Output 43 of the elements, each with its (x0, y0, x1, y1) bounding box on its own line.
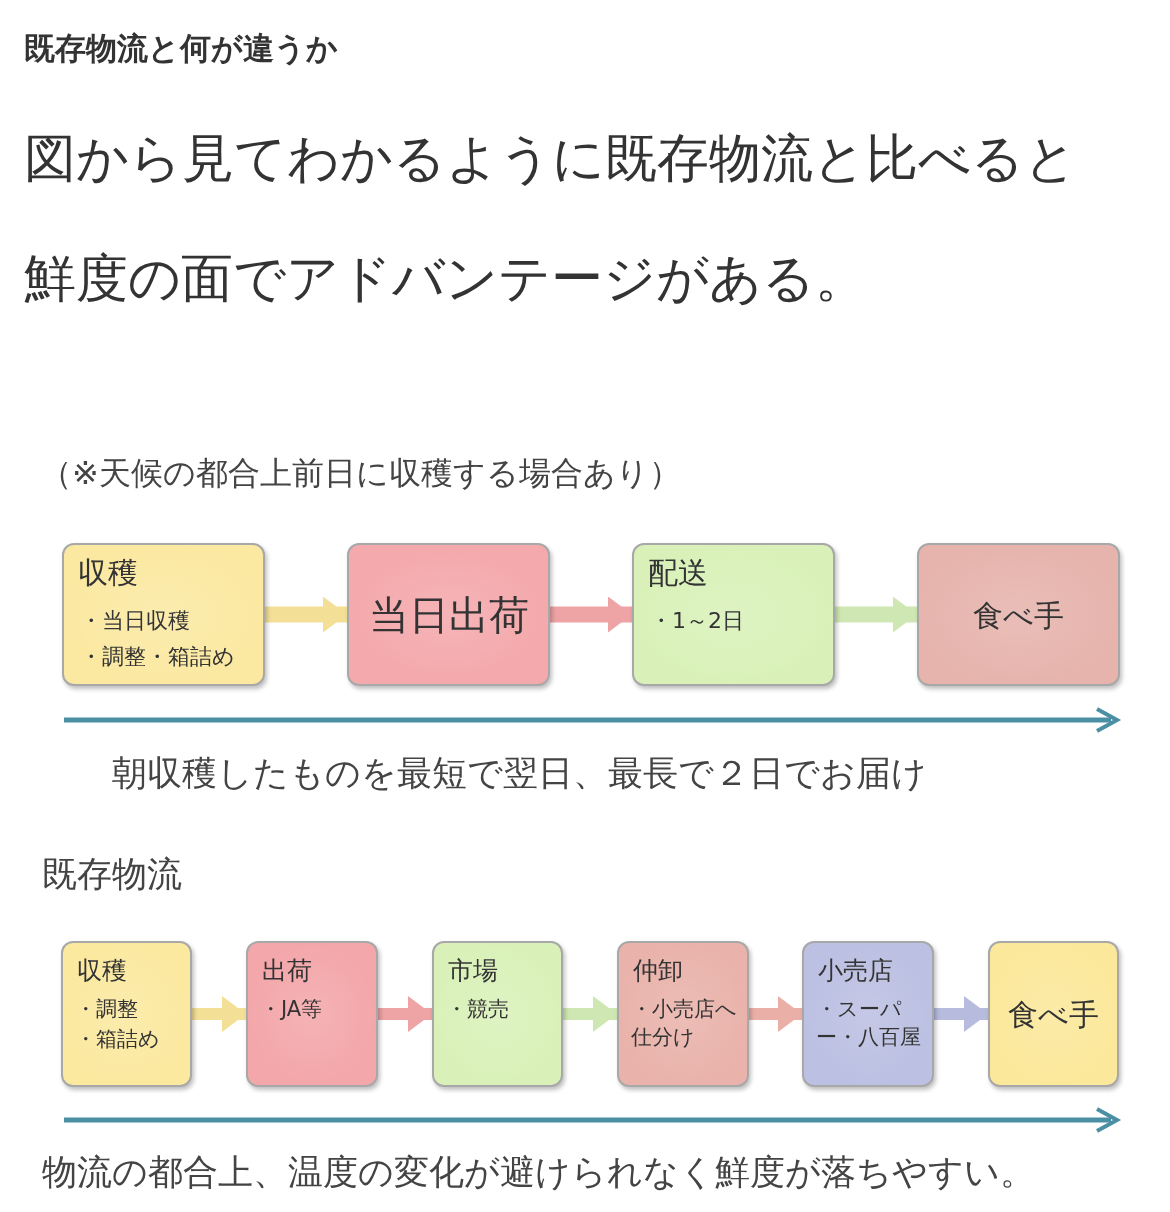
process-box (432, 941, 563, 1087)
arrow (934, 996, 988, 1032)
box-label: 食べ手 (1007, 996, 1100, 1034)
bullet-text: ・調整・箱詰め (80, 643, 235, 671)
bullet-text: ・調整 (75, 996, 139, 1023)
process-box (246, 941, 378, 1087)
arrow (265, 596, 347, 633)
box-heading: 仲卸 (633, 955, 683, 987)
process-box (62, 543, 265, 686)
arrow (378, 996, 432, 1032)
box-heading: 出荷 (262, 955, 312, 987)
box-label: 食べ手 (972, 596, 1065, 635)
box-label: 当日出荷 (367, 590, 530, 640)
box-heading: 収穫 (77, 955, 127, 987)
title: 既存物流と何が違うか (24, 29, 338, 68)
caption: 物流の都合上、温度の変化が避けられなく鮮度が落ちやすい。 (42, 1151, 1035, 1194)
body-text: 図から見てわかるように既存物流と比べると鮮度の面でアドバンテージがある。 (24, 127, 1078, 310)
bullet-text: ・箱詰め (75, 1026, 161, 1053)
bullet-text: ・競売 (446, 996, 510, 1023)
process-box (347, 543, 550, 686)
arrow (563, 996, 617, 1032)
box-heading: 市場 (448, 955, 498, 987)
caption: 朝収穫したものを最短で翌日、最長で２日でお届け (112, 752, 927, 795)
process-box (802, 941, 934, 1087)
box-heading: 収穫 (78, 555, 138, 591)
arrow (835, 596, 917, 633)
arrow (550, 596, 632, 633)
bullet-text: ・JA等 (260, 996, 324, 1023)
section-heading: （※天候の都合上前日に収穫する場合あり） (40, 453, 681, 494)
box-heading: 配送 (648, 555, 708, 591)
bullet-text: ・1～2日 (650, 607, 744, 635)
bullet-text: ・スーパー・八百屋 (816, 996, 922, 1051)
section-heading: 既存物流 (42, 853, 182, 896)
box-heading: 小売店 (818, 955, 893, 987)
bullet-text: ・当日収穫 (80, 607, 190, 635)
process-box (917, 543, 1120, 686)
process-box (61, 941, 192, 1087)
process-box (988, 941, 1119, 1087)
arrow (192, 996, 246, 1032)
arrow (749, 996, 802, 1032)
process-box (617, 941, 749, 1087)
bullet-text: ・小売店へ仕分け (631, 996, 737, 1051)
process-box (632, 543, 835, 686)
